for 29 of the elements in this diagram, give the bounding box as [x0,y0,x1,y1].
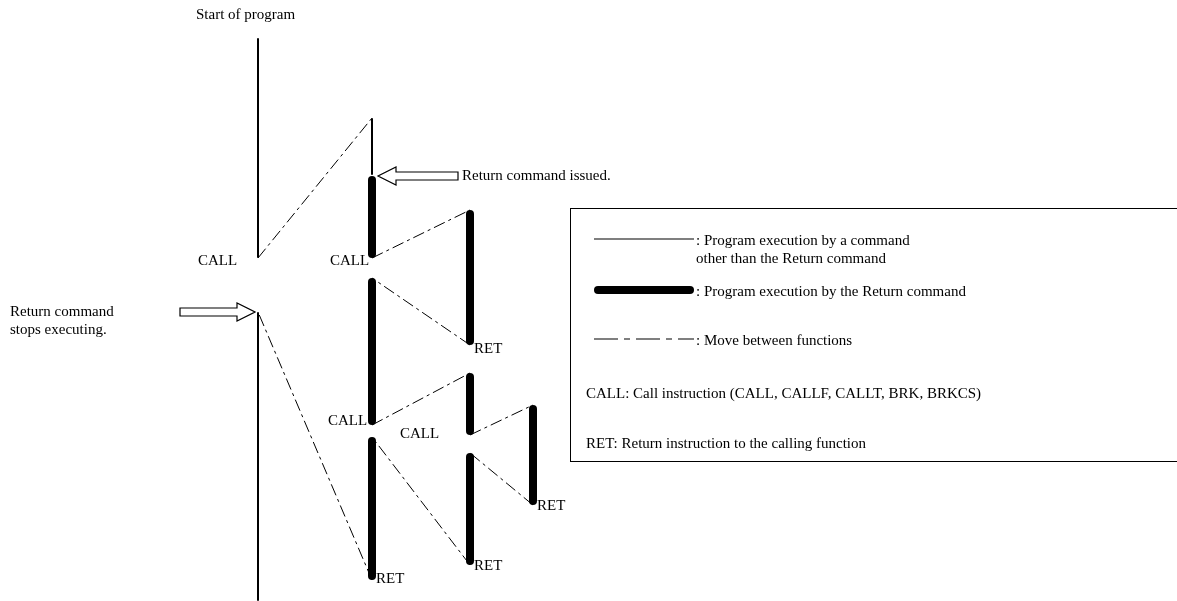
legend-text: : Program execution by a command other than the Return command [696,231,911,267]
instruction-label: RET [537,497,566,514]
thick-execution-line [529,405,537,505]
instruction-label: CALL [400,425,440,442]
thick-execution-line [368,278,376,425]
block-arrow [179,302,257,322]
legend-text: : Program execution by the Return command [696,282,967,300]
instruction-label: RET [474,557,503,574]
execution-line [257,38,259,258]
execution-line [257,312,259,601]
legend-text: : Move between functions [696,331,854,349]
thick-execution-line [466,210,474,345]
note: Return command stops executing. [10,302,135,338]
execution-line [371,118,373,175]
thick-execution-line [368,176,376,258]
block-arrow [376,166,459,186]
instruction-label: CALL [198,252,238,269]
note: Return command issued. [462,166,611,184]
instruction-label: CALL [328,412,368,429]
move-line [257,117,373,259]
thick-execution-line [368,437,376,580]
instruction-label: CALL [330,252,370,269]
legend-note: CALL: Call instruction (CALL, CALLF, CALLT, BRK, BRKCS) [586,385,982,402]
thick-execution-line [466,373,474,435]
legend-note: RET: Return instruction to the calling function [586,435,867,452]
node-label: Start of program [196,6,296,23]
instruction-label: RET [376,570,405,587]
thick-execution-line [466,453,474,565]
instruction-label: RET [474,340,503,357]
